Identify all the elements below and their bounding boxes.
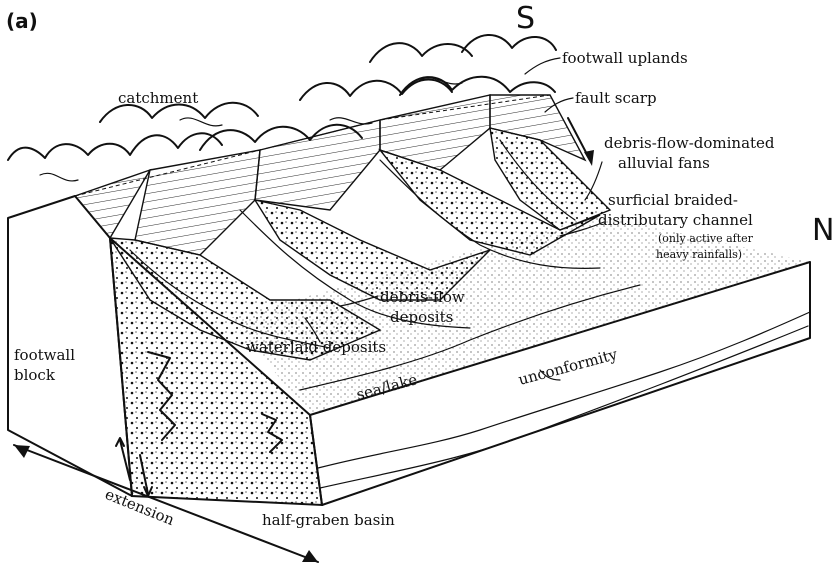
label-footwall-block-line1: footwall (14, 346, 75, 364)
label-fault-scarp: fault scarp (575, 89, 657, 107)
label-debris-deposits-line2: deposits (390, 308, 453, 326)
label-half-graben: half-graben basin (262, 511, 395, 529)
compass-south: S (516, 1, 535, 36)
label-braided-note-line2: heavy rainfalls) (656, 248, 742, 261)
label-waterlaid: waterlaid deposits (246, 338, 386, 356)
label-footwall-uplands: footwall uplands (562, 49, 688, 67)
compass-north: N (812, 213, 834, 248)
label-footwall-block-line2: block (14, 366, 56, 384)
label-debris-fans-line1: debris-flow-dominated (604, 134, 775, 152)
label-braided-note-line1: (only active after (658, 232, 754, 245)
label-braided-line1: surficial braided- (608, 191, 738, 209)
label-unconformity: unconformity (516, 345, 619, 389)
label-debris-deposits-line1: debris-flow (380, 288, 465, 306)
label-debris-fans-line2: alluvial fans (618, 154, 710, 172)
label-braided-line2: distributary channel (598, 211, 753, 229)
panel-label: (a) (6, 9, 38, 33)
label-catchment: catchment (118, 89, 198, 107)
